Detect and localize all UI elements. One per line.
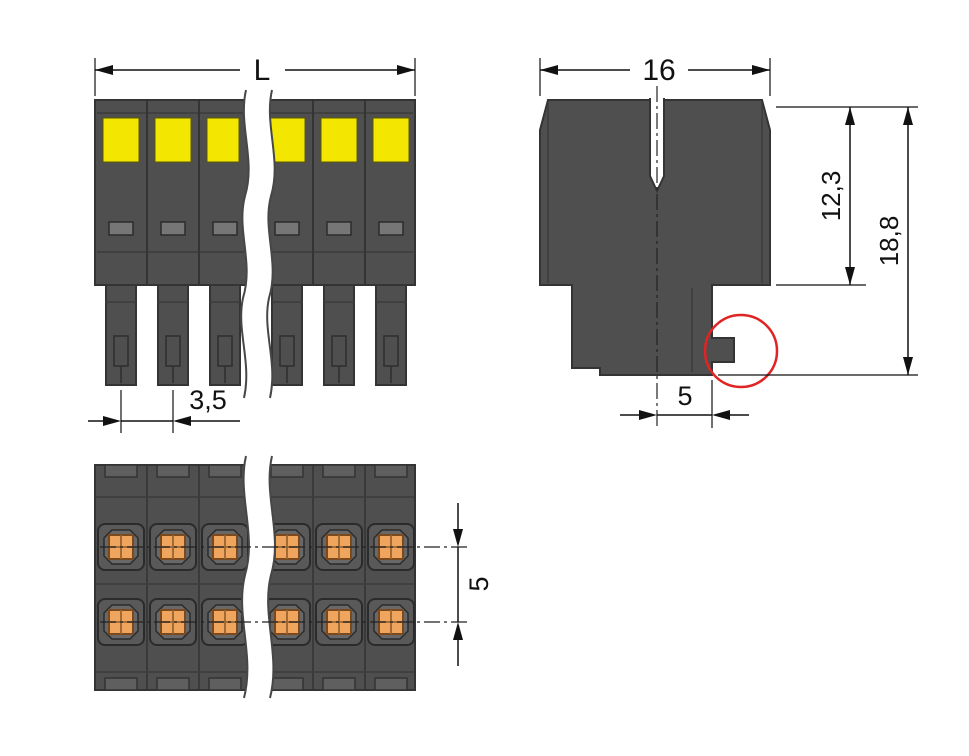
yellow-button	[206, 117, 240, 163]
dimension-L: L	[94, 54, 416, 96]
front-view: L	[88, 54, 416, 433]
front-legs	[105, 284, 407, 386]
dimension-5-rows: 5	[453, 503, 494, 666]
dim-label-overall-length: L	[254, 54, 271, 87]
arrowhead-left-icon	[95, 65, 113, 75]
leg	[209, 284, 241, 386]
dimension-12-3: 12,3	[776, 106, 918, 286]
arrowhead-down-icon	[453, 529, 463, 547]
arrowhead-right-icon	[397, 65, 415, 75]
dimension-18-8: 18,8	[718, 107, 918, 376]
edge-tab	[208, 464, 242, 478]
side-view: 16 12,3 18,8	[539, 54, 918, 430]
dimension-16: 16	[539, 54, 771, 96]
edge-tab	[208, 677, 242, 691]
latch-window	[326, 221, 352, 236]
yellow-button	[320, 117, 358, 163]
edge-tab	[374, 677, 408, 691]
latch-window	[274, 221, 300, 236]
edge-tab	[322, 464, 356, 478]
latch-window	[160, 221, 186, 236]
tear-break-front	[240, 89, 276, 399]
edge-tab	[104, 464, 138, 478]
bottom-view: 5	[94, 455, 494, 699]
edge-tab	[270, 677, 304, 691]
edge-tab	[374, 464, 408, 478]
leg	[105, 284, 137, 386]
connector-body-side	[539, 86, 771, 430]
edge-tab	[156, 464, 190, 478]
dim-label-row-spacing: 5	[464, 576, 494, 591]
dim-label-total-height: 18,8	[874, 216, 904, 267]
arrowhead-up-icon	[453, 622, 463, 640]
arrowhead-left-icon	[712, 410, 730, 420]
arrowhead-up-icon	[845, 107, 855, 125]
side-housing	[539, 99, 771, 376]
dimension-5-side: 5	[620, 380, 749, 428]
leg	[323, 284, 355, 386]
arrowhead-left-icon	[173, 416, 191, 426]
edge-tab	[322, 677, 356, 691]
arrowhead-right-icon	[752, 65, 770, 75]
latch-window	[212, 221, 238, 236]
edge-tab	[104, 677, 138, 691]
arrowhead-right-icon	[639, 410, 657, 420]
edge-tab	[156, 677, 190, 691]
dim-label-pitch: 3,5	[189, 385, 227, 415]
yellow-button	[102, 117, 140, 163]
leg	[271, 284, 303, 386]
arrowhead-right-icon	[103, 416, 121, 426]
latch-window	[108, 221, 134, 236]
leg	[157, 284, 189, 386]
dim-label-pin-offset: 5	[677, 381, 692, 411]
leg	[375, 284, 407, 386]
yellow-button	[154, 117, 192, 163]
arrowhead-down-icon	[845, 267, 855, 285]
yellow-button	[372, 117, 410, 163]
arrowhead-left-icon	[540, 65, 558, 75]
red-detail-circle	[703, 313, 779, 389]
yellow-button	[268, 117, 306, 163]
dimension-3-5: 3,5	[88, 385, 240, 433]
latch-window	[378, 221, 404, 236]
tear-break-bottom	[241, 455, 276, 699]
arrowhead-down-icon	[903, 357, 913, 375]
arrowhead-up-icon	[903, 107, 913, 125]
dim-label-width: 16	[642, 54, 675, 87]
dim-label-upper-height: 12,3	[816, 171, 846, 222]
edge-tab	[270, 464, 304, 478]
